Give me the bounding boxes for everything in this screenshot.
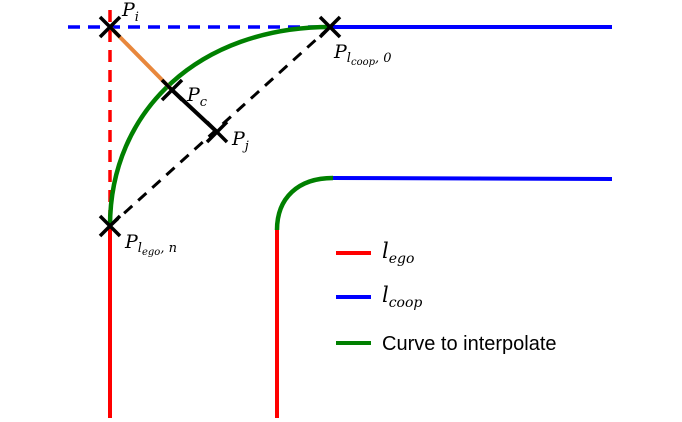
pi-pc-segment (108, 25, 174, 92)
curve-to-interpolate-inner (274, 175, 334, 231)
plegon-cross-marker (98, 214, 122, 238)
pi-label-sub: i (135, 10, 139, 25)
pi-label: Pi (121, 0, 139, 25)
plegon-label-sub: l (138, 241, 142, 256)
legend-curve-label: Curve to interpolate (382, 333, 557, 355)
pj-label-base: P (231, 128, 246, 150)
pj-label-sub: j (242, 139, 249, 154)
legend-ego-base: l (382, 239, 389, 263)
plegon-label-base: P (124, 231, 139, 253)
pc-cross-marker (160, 78, 184, 102)
plcoop0-label: Plcoop, 0 (333, 41, 392, 68)
legend: lego lcoop Curve to interpolate (336, 239, 557, 355)
legend-ego-sub: ego (389, 251, 415, 267)
legend-coop-base: l (382, 283, 389, 307)
pc-label: Pc (186, 84, 208, 110)
coop-lane-line-inner (332, 176, 613, 181)
legend-coop-label: lcoop (382, 283, 422, 311)
plcoop0-cross-marker (318, 15, 342, 39)
plcoop0-label-subsub: coop (351, 57, 376, 68)
pi-cross-marker (98, 15, 122, 39)
legend-coop-sub: coop (389, 295, 423, 311)
plcoop0-label-base: P (333, 41, 348, 63)
pc-label-base: P (186, 84, 201, 106)
plegon-label: Plego, n (124, 231, 177, 258)
plegon-label-suffix: , n (160, 241, 177, 256)
pi-label-base: P (121, 0, 136, 21)
pj-label: Pj (231, 128, 249, 154)
pc-label-sub: c (200, 95, 208, 110)
plcoop0-label-suffix: , 0 (375, 51, 392, 66)
plcoop0-label-sub: l (347, 51, 351, 66)
curve-to-interpolate-outer (107, 24, 331, 227)
legend-ego-label: lego (382, 239, 414, 267)
pj-cross-marker (205, 120, 229, 144)
chord-dashed-line (108, 25, 332, 228)
plegon-label-subsub: ego (142, 247, 160, 258)
